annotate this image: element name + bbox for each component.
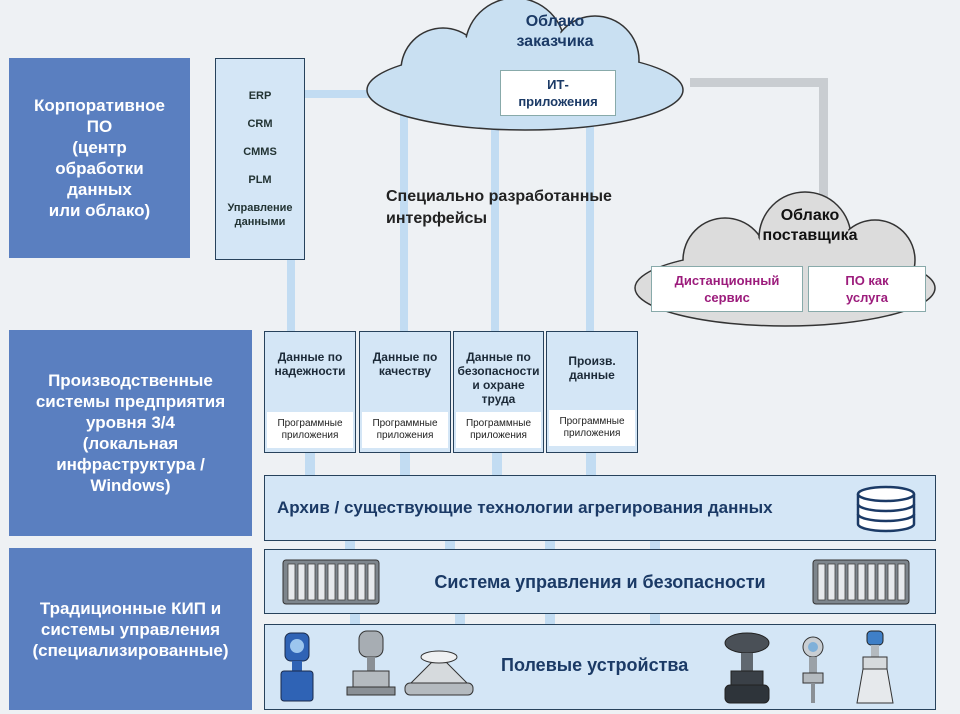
field-band-label: Полевые устройства: [501, 655, 689, 675]
coriolis-meter-icon: [404, 650, 474, 696]
module-quality: Данные по качеству Программные приложени…: [359, 331, 451, 453]
module-subtitle: Программные приложения: [549, 410, 635, 446]
controller-rack-icon: [812, 559, 910, 605]
module-subtitle: Программные приложения: [267, 412, 353, 448]
enterprise-software-box: ERP CRM CMMS PLM Управление данными: [215, 58, 305, 260]
archive-band-label: Архив / существующие технологии агрегиро…: [277, 498, 773, 517]
control-band-label: Система управления и безопасности: [434, 572, 766, 592]
field-devices-band: Полевые устройства: [264, 624, 936, 710]
module-subtitle: Программные приложения: [456, 412, 541, 448]
radar-gauge-icon: [856, 630, 894, 704]
module-title: Произв. данные: [568, 354, 616, 382]
corporate-layer-label: Корпоративное ПО (центр обработки данных…: [9, 58, 190, 258]
saas-box: ПО как услуга: [808, 266, 926, 312]
crm-label: CRM: [247, 118, 273, 130]
control-safety-band: Система управления и безопасности: [264, 549, 936, 614]
it-applications-box: ИТ- приложения: [500, 70, 616, 116]
customer-cloud-title: Облако заказчика: [516, 13, 594, 50]
module-title: Данные по надежности: [274, 350, 346, 378]
remote-service-box: Дистанционный сервис: [651, 266, 803, 312]
level-transmitter-icon: [802, 636, 824, 703]
traditional-layer-label: Традиционные КИП и системы управления (с…: [9, 548, 252, 710]
flowmeter-icon: [280, 632, 314, 702]
archive-band: Архив / существующие технологии агрегиро…: [264, 475, 936, 541]
module-title: Данные по безопасности и охране труда: [457, 350, 540, 406]
module-title: Данные по качеству: [372, 350, 438, 378]
database-icon: [856, 485, 916, 533]
supplier-cloud-title: Облако поставщика: [762, 207, 858, 244]
module-reliability: Данные по надежности Программные приложе…: [264, 331, 356, 453]
plm-label: PLM: [248, 174, 272, 186]
module-safety: Данные по безопасности и охране труда Пр…: [453, 331, 544, 453]
controller-rack-icon: [282, 559, 380, 605]
module-production-data: Произв. данные Программные приложения: [546, 331, 638, 453]
data-management-label: Управление данными: [227, 202, 293, 228]
module-subtitle: Программные приложения: [362, 412, 448, 448]
interfaces-label: Специально разработанные интерфейсы: [386, 188, 612, 227]
pressure-transmitter-icon: [346, 630, 396, 696]
cmms-label: CMMS: [243, 146, 277, 158]
production-layer-label: Производственные системы предприятия уро…: [9, 330, 252, 536]
valve-actuator-icon: [724, 632, 770, 704]
erp-label: ERP: [248, 90, 272, 102]
